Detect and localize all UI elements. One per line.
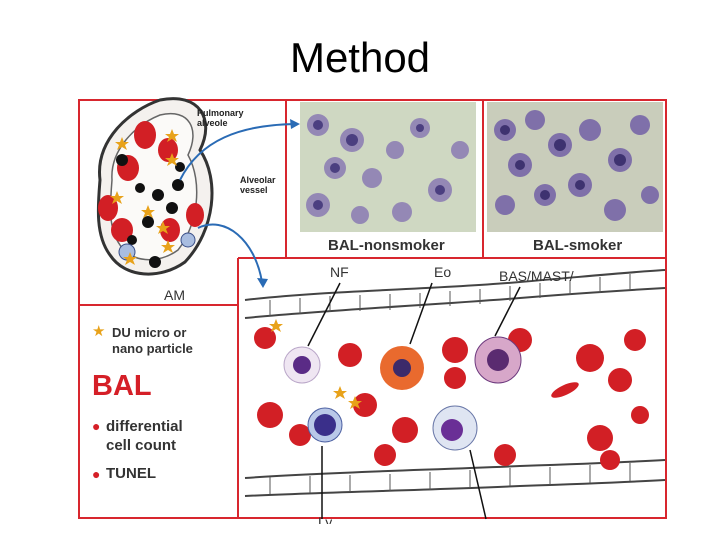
- legend-bal-heading: BAL: [92, 370, 152, 403]
- caption-bal-smoker: BAL-smoker: [533, 237, 622, 254]
- label-eo: Eo: [434, 264, 451, 280]
- alveolus-drawing: [98, 99, 212, 274]
- label-pulmonary-alveole: Pulmonary alveole: [197, 108, 257, 128]
- label-nf: NF: [330, 264, 349, 280]
- star-legend-icon: ★: [92, 322, 105, 340]
- caption-bal-nonsmoker: BAL-nonsmoker: [328, 237, 445, 254]
- callout-lines: [308, 283, 520, 519]
- arrow-head-2: [257, 278, 268, 288]
- legend-du-particle: DU micro or nano particle: [112, 325, 193, 357]
- legend-item-tunel: TUNEL: [106, 465, 156, 482]
- arrow-head-1: [290, 119, 300, 129]
- bullet-icon: ●: [92, 418, 100, 434]
- label-alveolar-vessel: Alveolar vessel: [240, 175, 290, 195]
- legend-item-differential: differential cell count: [106, 417, 183, 455]
- label-am: AM: [164, 287, 185, 303]
- label-bas-mast: BAS/MAST/: [499, 268, 574, 284]
- label-ly: Ly: [318, 514, 332, 524]
- bullet-icon: ●: [92, 466, 100, 482]
